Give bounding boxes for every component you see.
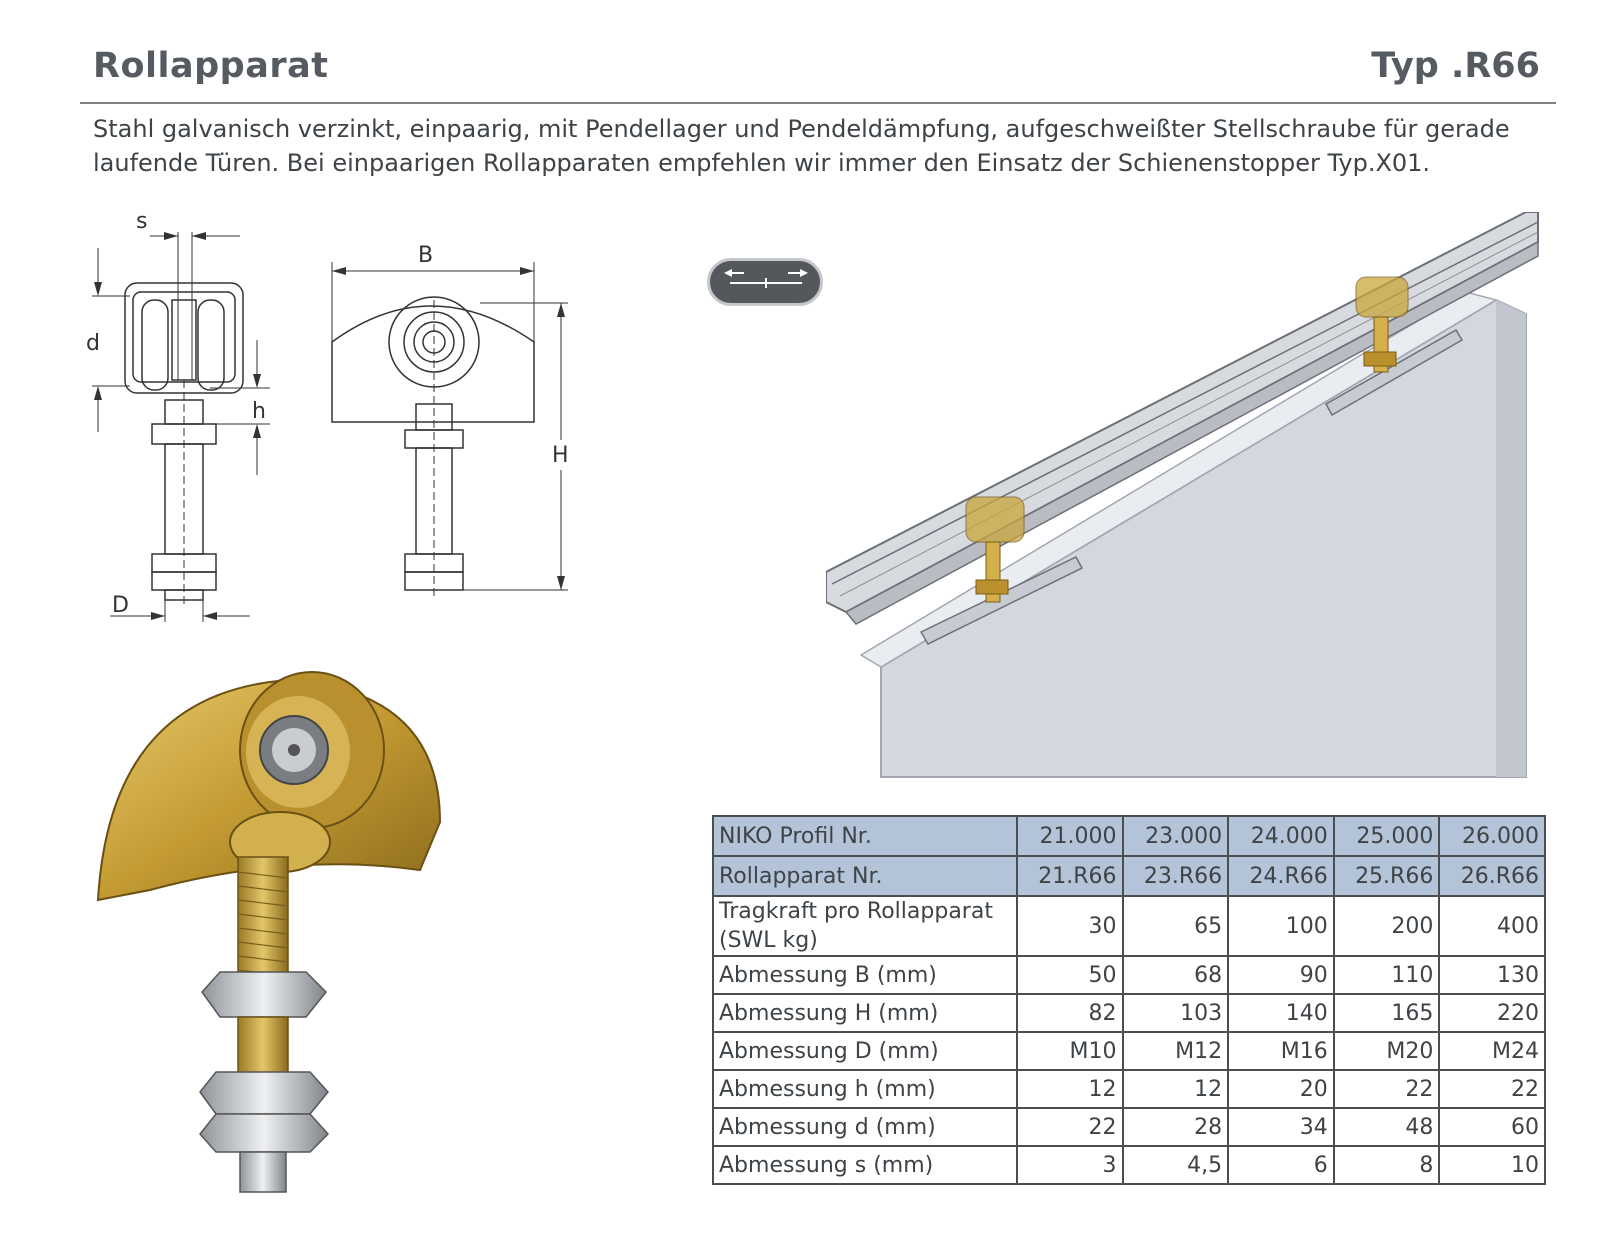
table-row: Abmessung s (mm) 3 4,5 6 8 10: [712, 1145, 1546, 1185]
product-photo: [96, 671, 442, 1193]
table-cell: 140: [1227, 993, 1335, 1033]
table-row: Rollapparat Nr. 21.R66 23.R66 24.R66 25.…: [712, 855, 1546, 897]
table-cell: 28: [1121, 1107, 1230, 1147]
table-cell: 12: [1121, 1069, 1230, 1109]
table-cell: 165: [1332, 993, 1441, 1033]
table-cell: 220: [1438, 993, 1546, 1033]
row-label: Abmessung h (mm): [712, 1069, 1018, 1109]
table-cell: 90: [1227, 955, 1335, 995]
table-cell: 22: [1015, 1107, 1124, 1147]
table-cell: 48: [1332, 1107, 1441, 1147]
table-cell: 23.000: [1121, 815, 1230, 857]
table-cell: 200: [1332, 895, 1441, 957]
table-cell: 60: [1438, 1107, 1546, 1147]
table-cell: 34: [1227, 1107, 1335, 1147]
table-row: NIKO Profil Nr. 21.000 23.000 24.000 25.…: [712, 815, 1546, 857]
table-cell: 400: [1438, 895, 1546, 957]
sliding-direction-icon: [724, 269, 808, 288]
page-title: Rollapparat: [93, 46, 329, 86]
table-cell: M12: [1121, 1031, 1230, 1071]
table-cell: M10: [1015, 1031, 1124, 1071]
table-cell: 130: [1438, 955, 1546, 995]
table-cell: 68: [1121, 955, 1230, 995]
table-cell: 100: [1227, 895, 1335, 957]
dim-label-D: D: [112, 593, 129, 618]
title-divider: [80, 102, 1556, 104]
product-description: Stahl galvanisch verzinkt, einpaarig, mi…: [93, 115, 1510, 177]
table-cell: 26.R66: [1438, 855, 1546, 897]
dim-label-s: s: [136, 209, 147, 234]
table-cell: 103: [1121, 993, 1230, 1033]
table-cell: 24.000: [1227, 815, 1335, 857]
row-label: NIKO Profil Nr.: [712, 815, 1018, 857]
table-cell: 110: [1332, 955, 1441, 995]
table-cell: 82: [1015, 993, 1124, 1033]
table-cell: 4,5: [1121, 1145, 1230, 1185]
row-label: Abmessung d (mm): [712, 1107, 1018, 1147]
table-cell: 6: [1227, 1145, 1335, 1185]
table-cell: 25.R66: [1332, 855, 1441, 897]
table-cell: M20: [1332, 1031, 1441, 1071]
row-label: Tragkraft pro Rollapparat (SWL kg): [712, 895, 1018, 957]
table-row: Abmessung D (mm) M10 M12 M16 M20 M24: [712, 1031, 1546, 1071]
table-row: Abmessung H (mm) 82 103 140 165 220: [712, 993, 1546, 1033]
table-row: Tragkraft pro Rollapparat (SWL kg) 30 65…: [712, 895, 1546, 957]
table-cell: 21.R66: [1015, 855, 1124, 897]
table-row: Abmessung B (mm) 50 68 90 110 130: [712, 955, 1546, 995]
table-cell: 12: [1015, 1069, 1124, 1109]
table-cell: 65: [1121, 895, 1230, 957]
table-cell: M16: [1227, 1031, 1335, 1071]
sliding-direction-badge: [707, 258, 823, 306]
table-cell: 22: [1332, 1069, 1441, 1109]
table-cell: 24.R66: [1227, 855, 1335, 897]
table-cell: M24: [1438, 1031, 1546, 1071]
table-cell: 20: [1227, 1069, 1335, 1109]
installation-illustration: [826, 212, 1539, 778]
dim-label-B: B: [418, 243, 433, 268]
row-label: Abmessung B (mm): [712, 955, 1018, 995]
spec-table: NIKO Profil Nr. 21.000 23.000 24.000 25.…: [712, 815, 1546, 1185]
table-cell: 23.R66: [1121, 855, 1230, 897]
row-label: Abmessung D (mm): [712, 1031, 1018, 1071]
table-cell: 25.000: [1332, 815, 1441, 857]
table-cell: 22: [1438, 1069, 1546, 1109]
table-row: Abmessung d (mm) 22 28 34 48 60: [712, 1107, 1546, 1147]
table-cell: 10: [1438, 1145, 1546, 1185]
table-cell: 21.000: [1015, 815, 1124, 857]
dim-label-h: h: [252, 399, 266, 424]
table-cell: 30: [1015, 895, 1124, 957]
table-cell: 26.000: [1438, 815, 1546, 857]
dim-label-d: d: [86, 331, 100, 356]
table-cell: 8: [1332, 1145, 1441, 1185]
technical-drawing: s d h D B H: [86, 209, 569, 622]
dim-label-H: H: [552, 443, 569, 468]
row-label: Rollapparat Nr.: [712, 855, 1018, 897]
table-row: Abmessung h (mm) 12 12 20 22 22: [712, 1069, 1546, 1109]
product-type: Typ .R66: [1371, 46, 1540, 86]
table-cell: 50: [1015, 955, 1124, 995]
table-cell: 3: [1015, 1145, 1124, 1185]
row-label: Abmessung H (mm): [712, 993, 1018, 1033]
row-label: Abmessung s (mm): [712, 1145, 1018, 1185]
